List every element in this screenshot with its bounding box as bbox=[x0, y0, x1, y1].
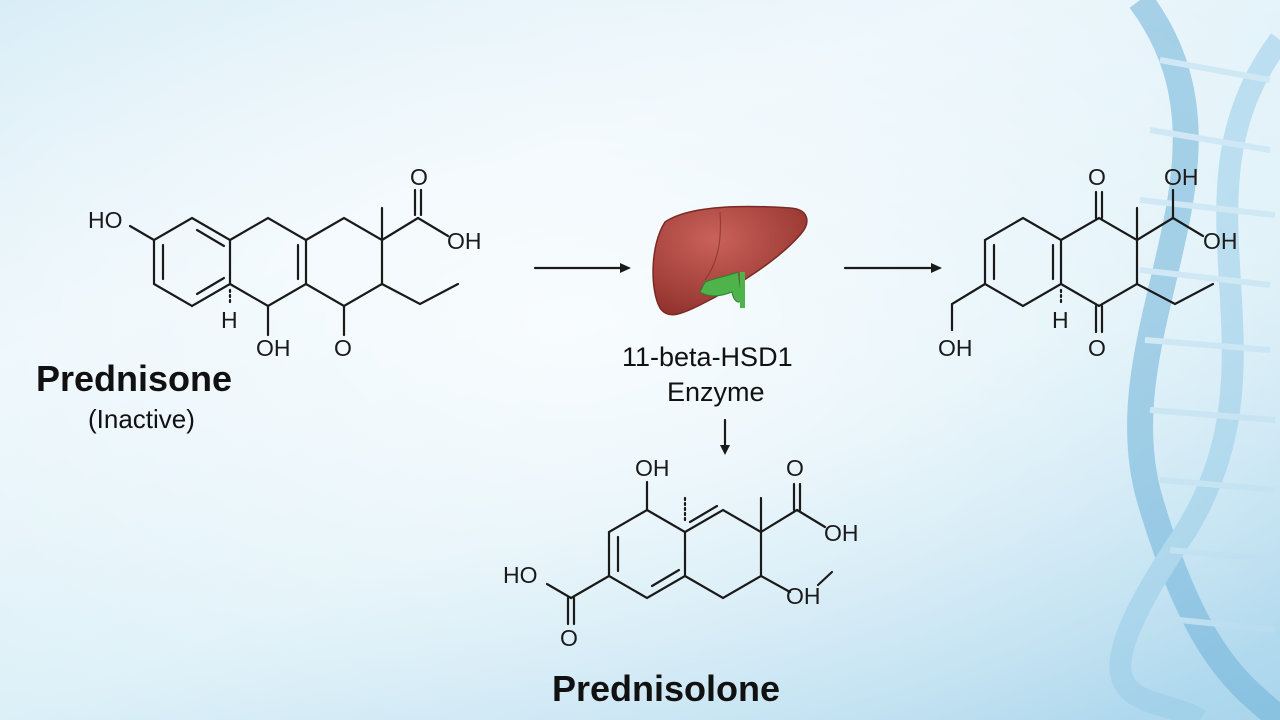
reaction-arrow-left bbox=[533, 263, 631, 273]
atom-label: O bbox=[560, 625, 578, 651]
atom-label: OH bbox=[447, 228, 482, 254]
atom-label: O bbox=[410, 164, 428, 190]
atom-label: OH bbox=[786, 583, 821, 609]
atom-label: OH bbox=[938, 335, 973, 361]
liver-icon bbox=[652, 205, 808, 316]
dna-helix-decoration bbox=[1109, 0, 1280, 720]
atom-label: OH bbox=[256, 335, 291, 361]
atom-label: OH bbox=[1203, 228, 1238, 254]
prednisolone-structure: OH O OH OH HO O bbox=[503, 455, 859, 651]
atom-label: H bbox=[1052, 307, 1069, 333]
atom-label: HO bbox=[88, 207, 123, 233]
prednisolone-title: Prednisolone bbox=[552, 668, 781, 709]
atom-label: O bbox=[334, 335, 352, 361]
atom-label: O bbox=[786, 455, 804, 481]
atom-label: O bbox=[1088, 164, 1106, 190]
atom-label: OH bbox=[1164, 164, 1199, 190]
product-structure-right: O OH OH H O OH bbox=[938, 164, 1238, 361]
atom-label: H bbox=[221, 307, 238, 333]
reaction-arrow-down bbox=[720, 418, 730, 455]
atom-label: OH bbox=[635, 455, 670, 481]
atom-label: HO bbox=[503, 562, 538, 588]
enzyme-label: Enzyme bbox=[667, 377, 765, 407]
prednisone-title: Prednisone bbox=[36, 358, 233, 399]
enzyme-name: 11-beta-HSD1 bbox=[622, 342, 793, 372]
prednisone-subtitle: (Inactive) bbox=[88, 404, 195, 434]
atom-label: O bbox=[1088, 335, 1106, 361]
reaction-arrow-right bbox=[843, 263, 942, 273]
prednisone-structure: HO O OH H OH O bbox=[88, 164, 482, 361]
atom-label: OH bbox=[824, 520, 859, 546]
